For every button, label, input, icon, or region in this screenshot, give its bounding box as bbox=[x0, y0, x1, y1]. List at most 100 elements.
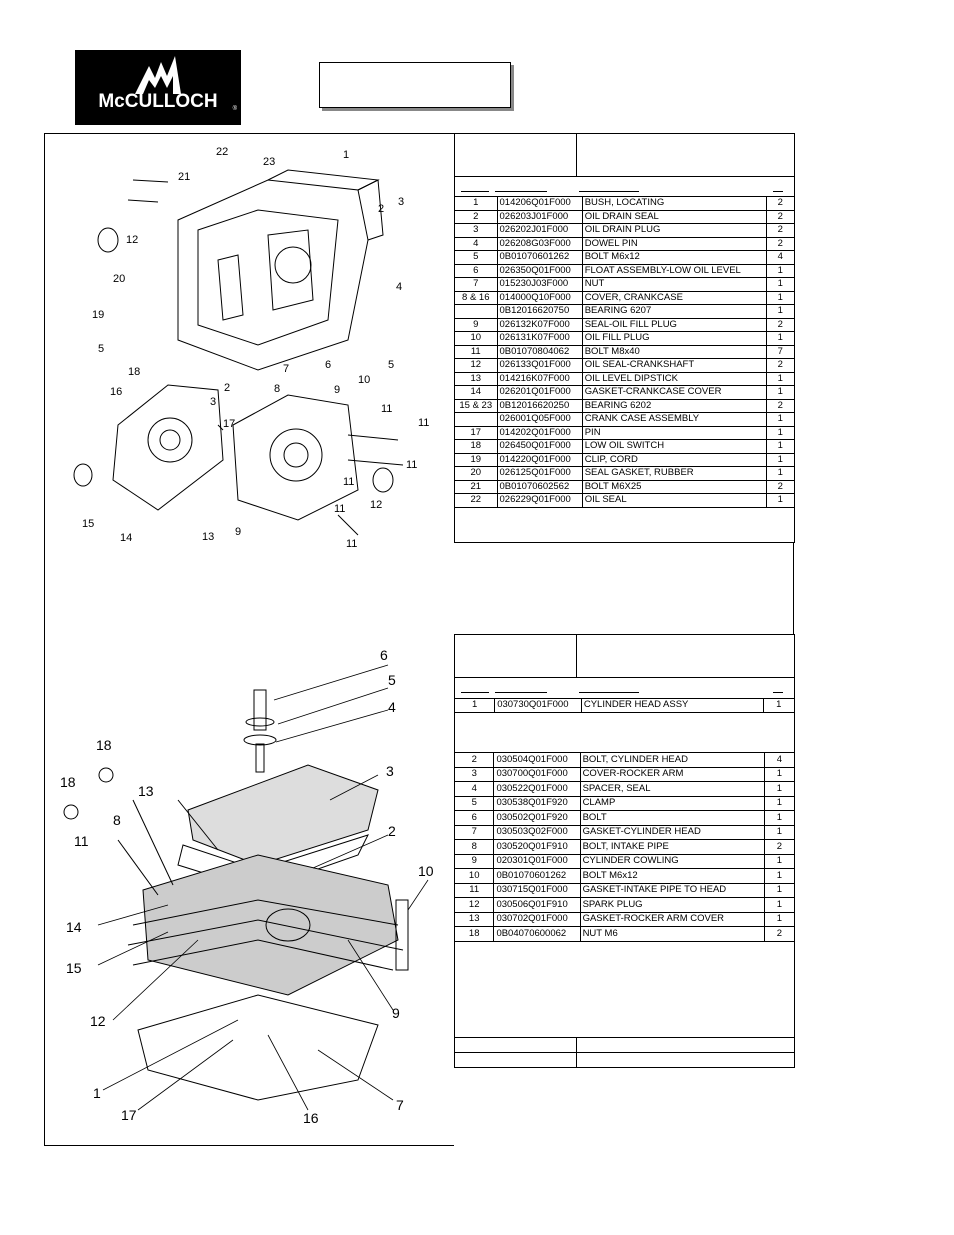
cell-qty: 1 bbox=[765, 466, 796, 481]
callout-18: 18 bbox=[128, 366, 140, 378]
cell-part: 026201Q01F000 bbox=[496, 385, 583, 400]
cell-desc: PIN bbox=[581, 425, 767, 440]
cell-ref: 5 bbox=[453, 795, 495, 811]
cell-desc: OIL DRAIN PLUG bbox=[581, 223, 767, 238]
callout-2b: 2 bbox=[224, 382, 230, 394]
cell-ref: 22 bbox=[454, 493, 498, 508]
cell-ref: 4 bbox=[453, 781, 495, 797]
cell-qty: 1 bbox=[763, 868, 796, 884]
cell-part: 030538Q01F920 bbox=[493, 795, 581, 811]
cell-ref: 13 bbox=[454, 371, 498, 386]
cell-qty: 1 bbox=[763, 882, 796, 898]
cell-qty: 1 bbox=[765, 371, 796, 386]
cell-part: 026208G03F000 bbox=[496, 236, 583, 251]
cell-qty: 1 bbox=[763, 766, 796, 782]
cell-desc: SEAL-OIL FILL PLUG bbox=[581, 317, 767, 332]
cell-part: 026001Q05F000 bbox=[496, 412, 583, 427]
frame-top bbox=[44, 133, 794, 134]
cell-qty: 1 bbox=[765, 277, 796, 292]
callout-6: 6 bbox=[325, 359, 331, 371]
cell-ref: 15 & 23 bbox=[454, 398, 498, 413]
callout-9: 9 bbox=[334, 384, 340, 396]
cell-part: 014206Q01F000 bbox=[496, 196, 583, 211]
cell-ref: 3 bbox=[453, 766, 495, 782]
cell-part: 030715Q01F000 bbox=[493, 882, 581, 898]
cell-qty: 2 bbox=[765, 209, 796, 224]
cell-desc: SPARK PLUG bbox=[579, 897, 765, 913]
cell-desc: GASKET-ROCKER ARM COVER bbox=[579, 911, 765, 927]
cell-qty: 1 bbox=[765, 304, 796, 319]
callout-9b: 9 bbox=[235, 526, 241, 538]
cell-part: 026202J01F000 bbox=[496, 223, 583, 238]
cell-part: 030506Q01F910 bbox=[493, 897, 581, 913]
cell-qty: 1 bbox=[763, 781, 796, 797]
callout-1: 1 bbox=[343, 149, 349, 161]
cell-part: 020301Q01F000 bbox=[493, 853, 581, 869]
cell-desc: COVER-ROCKER ARM bbox=[579, 766, 765, 782]
cell-qty: 2 bbox=[765, 196, 796, 211]
cell-desc: OIL SEAL-CRANKSHAFT bbox=[581, 358, 767, 373]
cell-qty: 1 bbox=[763, 810, 796, 826]
cell-part: 014216K07F000 bbox=[496, 371, 583, 386]
cell-desc: CLAMP bbox=[579, 795, 765, 811]
cell-ref: 6 bbox=[454, 263, 498, 278]
mcculloch-mark-icon bbox=[135, 56, 181, 94]
cell-part: 030702Q01F000 bbox=[493, 911, 581, 927]
cell-desc: BUSH, LOCATING bbox=[581, 196, 767, 211]
cell-qty: 1 bbox=[762, 698, 796, 713]
cell-desc: LOW OIL SWITCH bbox=[581, 439, 767, 454]
cell-ref: 21 bbox=[454, 479, 498, 494]
callout-11a: 11 bbox=[381, 403, 392, 415]
callout-20: 20 bbox=[113, 273, 125, 285]
crankcase-exploded-diagram: 22 23 1 21 2 3 12 4 20 19 5 6 18 2 3 7 5… bbox=[58, 140, 438, 550]
cell-ref: 7 bbox=[453, 824, 495, 840]
callout-11e: 11 bbox=[334, 503, 345, 515]
cell-ref: 1 bbox=[453, 698, 496, 713]
cell-qty: 2 bbox=[765, 317, 796, 332]
callout-3: 3 bbox=[386, 763, 394, 779]
callout-11d: 11 bbox=[343, 476, 354, 488]
cell-part: 0B01070601262 bbox=[493, 868, 581, 884]
callout-8: 8 bbox=[274, 383, 280, 395]
cell-part: 030730Q01F000 bbox=[494, 698, 582, 713]
cell-ref: 1 bbox=[454, 196, 498, 211]
cell-ref: 8 & 16 bbox=[454, 290, 498, 305]
cell-ref: 2 bbox=[453, 752, 495, 768]
cell-desc: OIL DRAIN SEAL bbox=[581, 209, 767, 224]
cell-ref: 7 bbox=[454, 277, 498, 292]
callout-14: 14 bbox=[66, 919, 82, 935]
callout-11f: 11 bbox=[346, 538, 357, 550]
callout-5: 5 bbox=[98, 343, 104, 355]
cell-part: 030700Q01F000 bbox=[493, 766, 581, 782]
cell-desc: CYLINDER COWLING bbox=[579, 853, 765, 869]
cell-ref: 20 bbox=[454, 466, 498, 481]
callout-11c: 11 bbox=[406, 459, 417, 471]
cell-ref: 17 bbox=[454, 425, 498, 440]
callout-13: 13 bbox=[202, 531, 214, 543]
cell-qty: 2 bbox=[765, 479, 796, 494]
callout-1: 1 bbox=[93, 1085, 101, 1101]
callout-23: 23 bbox=[263, 156, 275, 168]
cell-desc: BEARING 6202 bbox=[581, 398, 767, 413]
cell-ref: 19 bbox=[454, 452, 498, 467]
callout-17: 17 bbox=[121, 1107, 137, 1123]
cell-part: 0B04070600062 bbox=[493, 926, 581, 942]
cell-desc: NUT bbox=[581, 277, 767, 292]
callout-16: 16 bbox=[303, 1110, 319, 1126]
cell-qty: 1 bbox=[765, 439, 796, 454]
